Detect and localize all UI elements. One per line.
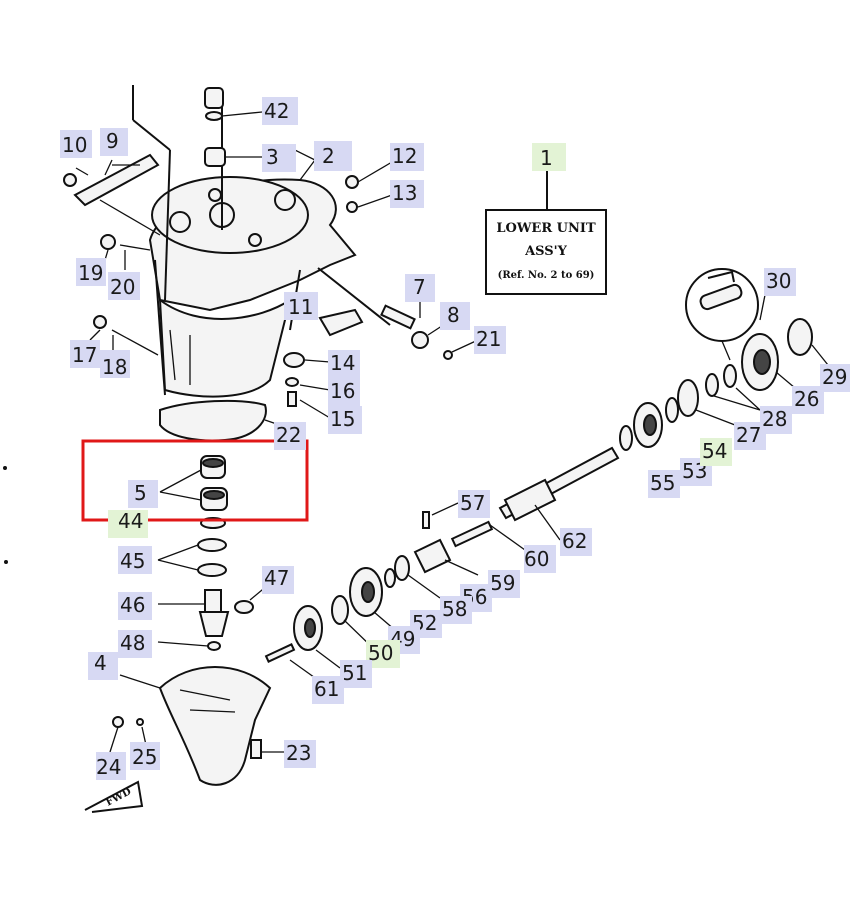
label-48: 48 bbox=[120, 631, 145, 655]
fwd-label: FWD bbox=[104, 786, 133, 809]
label-18: 18 bbox=[102, 355, 127, 379]
label-1: 1 bbox=[540, 146, 553, 170]
label-2: 2 bbox=[322, 144, 335, 168]
upper-casing-part bbox=[132, 85, 357, 398]
spring-part-60 bbox=[450, 520, 494, 548]
washer-part-25 bbox=[136, 718, 144, 726]
washer-part-13 bbox=[346, 201, 358, 213]
label-58: 58 bbox=[442, 597, 467, 621]
bolt-part-17 bbox=[93, 315, 107, 329]
label-9: 9 bbox=[106, 129, 119, 153]
title-box-line3: (Ref. No. 2 to 69) bbox=[498, 270, 595, 281]
title-box-line2: ASS'Y bbox=[524, 244, 568, 259]
label-17: 17 bbox=[72, 343, 97, 367]
spring-part-7 bbox=[380, 304, 416, 330]
label-10: 10 bbox=[62, 133, 87, 157]
washer-part-58 bbox=[394, 555, 410, 581]
shim-part-45a bbox=[197, 538, 227, 552]
label-3: 3 bbox=[266, 145, 279, 169]
bolt-part-19 bbox=[100, 234, 116, 250]
label-19: 19 bbox=[78, 261, 103, 285]
label-30: 30 bbox=[766, 269, 791, 293]
label-62: 62 bbox=[562, 529, 587, 553]
washer-part-16 bbox=[285, 377, 299, 387]
gear-part-49 bbox=[349, 567, 383, 617]
bolt-part-24 bbox=[112, 716, 124, 728]
label-8: 8 bbox=[447, 303, 460, 327]
shim-part-54 bbox=[665, 397, 679, 423]
label-23: 23 bbox=[286, 741, 311, 765]
screw-part-12 bbox=[345, 175, 359, 189]
label-29: 29 bbox=[822, 365, 847, 389]
fwd-arrow bbox=[84, 780, 144, 813]
highlight-box bbox=[81, 439, 309, 522]
bearing-part-27 bbox=[677, 379, 699, 417]
label-55: 55 bbox=[650, 471, 675, 495]
cover-part-11 bbox=[318, 308, 364, 337]
label-44: 44 bbox=[118, 509, 143, 533]
title-box-line1: LOWER UNIT bbox=[496, 221, 596, 236]
part-labels: 1 2 3 42 10 9 12 13 19 20 7 11 8 bbox=[60, 97, 850, 780]
gear-part-53 bbox=[633, 402, 663, 448]
label-60: 60 bbox=[524, 547, 549, 571]
label-51: 51 bbox=[342, 661, 367, 685]
label-45: 45 bbox=[120, 549, 145, 573]
label-15: 15 bbox=[330, 407, 355, 431]
oring-part-28b bbox=[723, 364, 737, 388]
label-4: 4 bbox=[94, 651, 107, 675]
bracket-part bbox=[63, 153, 161, 236]
label-24: 24 bbox=[96, 755, 121, 779]
nut-part-8 bbox=[411, 331, 429, 349]
label-12: 12 bbox=[392, 144, 417, 168]
nut-part-48 bbox=[207, 641, 221, 651]
bearing-part-51 bbox=[293, 605, 323, 651]
rubber-mount-parts bbox=[159, 455, 228, 511]
pinion-gear-part-46 bbox=[198, 589, 230, 637]
grommet-part-14 bbox=[283, 352, 305, 368]
label-11: 11 bbox=[288, 295, 313, 319]
lower-casing-part-4 bbox=[119, 666, 272, 786]
pin-part-61 bbox=[264, 643, 296, 663]
detail-circle-30 bbox=[685, 268, 766, 361]
label-42: 42 bbox=[264, 99, 289, 123]
label-13: 13 bbox=[392, 181, 417, 205]
washer-part-52 bbox=[384, 568, 396, 588]
oring-part-29 bbox=[787, 318, 813, 356]
label-5: 5 bbox=[134, 481, 147, 505]
label-21: 21 bbox=[476, 327, 501, 351]
screw-part-15 bbox=[287, 391, 297, 407]
label-26: 26 bbox=[794, 387, 819, 411]
label-28: 28 bbox=[762, 407, 787, 431]
clutch-part-56 bbox=[413, 538, 452, 574]
label-20: 20 bbox=[110, 275, 135, 299]
label-7: 7 bbox=[413, 275, 426, 299]
bearing-housing-part-26 bbox=[741, 333, 779, 391]
nut-part-47 bbox=[234, 600, 254, 614]
shim-part-45b bbox=[197, 563, 227, 577]
label-46: 46 bbox=[120, 593, 145, 617]
label-54: 54 bbox=[702, 439, 727, 463]
seal-part-55 bbox=[619, 425, 633, 451]
label-27: 27 bbox=[736, 423, 761, 447]
label-16: 16 bbox=[330, 379, 355, 403]
bolt-part-23 bbox=[250, 739, 262, 759]
oring-part-28a bbox=[705, 373, 719, 397]
label-61: 61 bbox=[314, 677, 339, 701]
label-22: 22 bbox=[276, 423, 301, 447]
label-59: 59 bbox=[490, 571, 515, 595]
label-57: 57 bbox=[460, 491, 485, 515]
label-25: 25 bbox=[132, 745, 157, 769]
label-47: 47 bbox=[264, 566, 289, 590]
assembly-title-box bbox=[485, 170, 607, 295]
pin-part-57 bbox=[422, 511, 430, 529]
anode-plate-part bbox=[159, 399, 267, 442]
propeller-shaft-part-62 bbox=[498, 446, 620, 541]
shim-part-50 bbox=[331, 595, 349, 625]
label-50: 50 bbox=[368, 641, 393, 665]
screw-part-21 bbox=[443, 350, 453, 360]
label-14: 14 bbox=[330, 351, 355, 375]
